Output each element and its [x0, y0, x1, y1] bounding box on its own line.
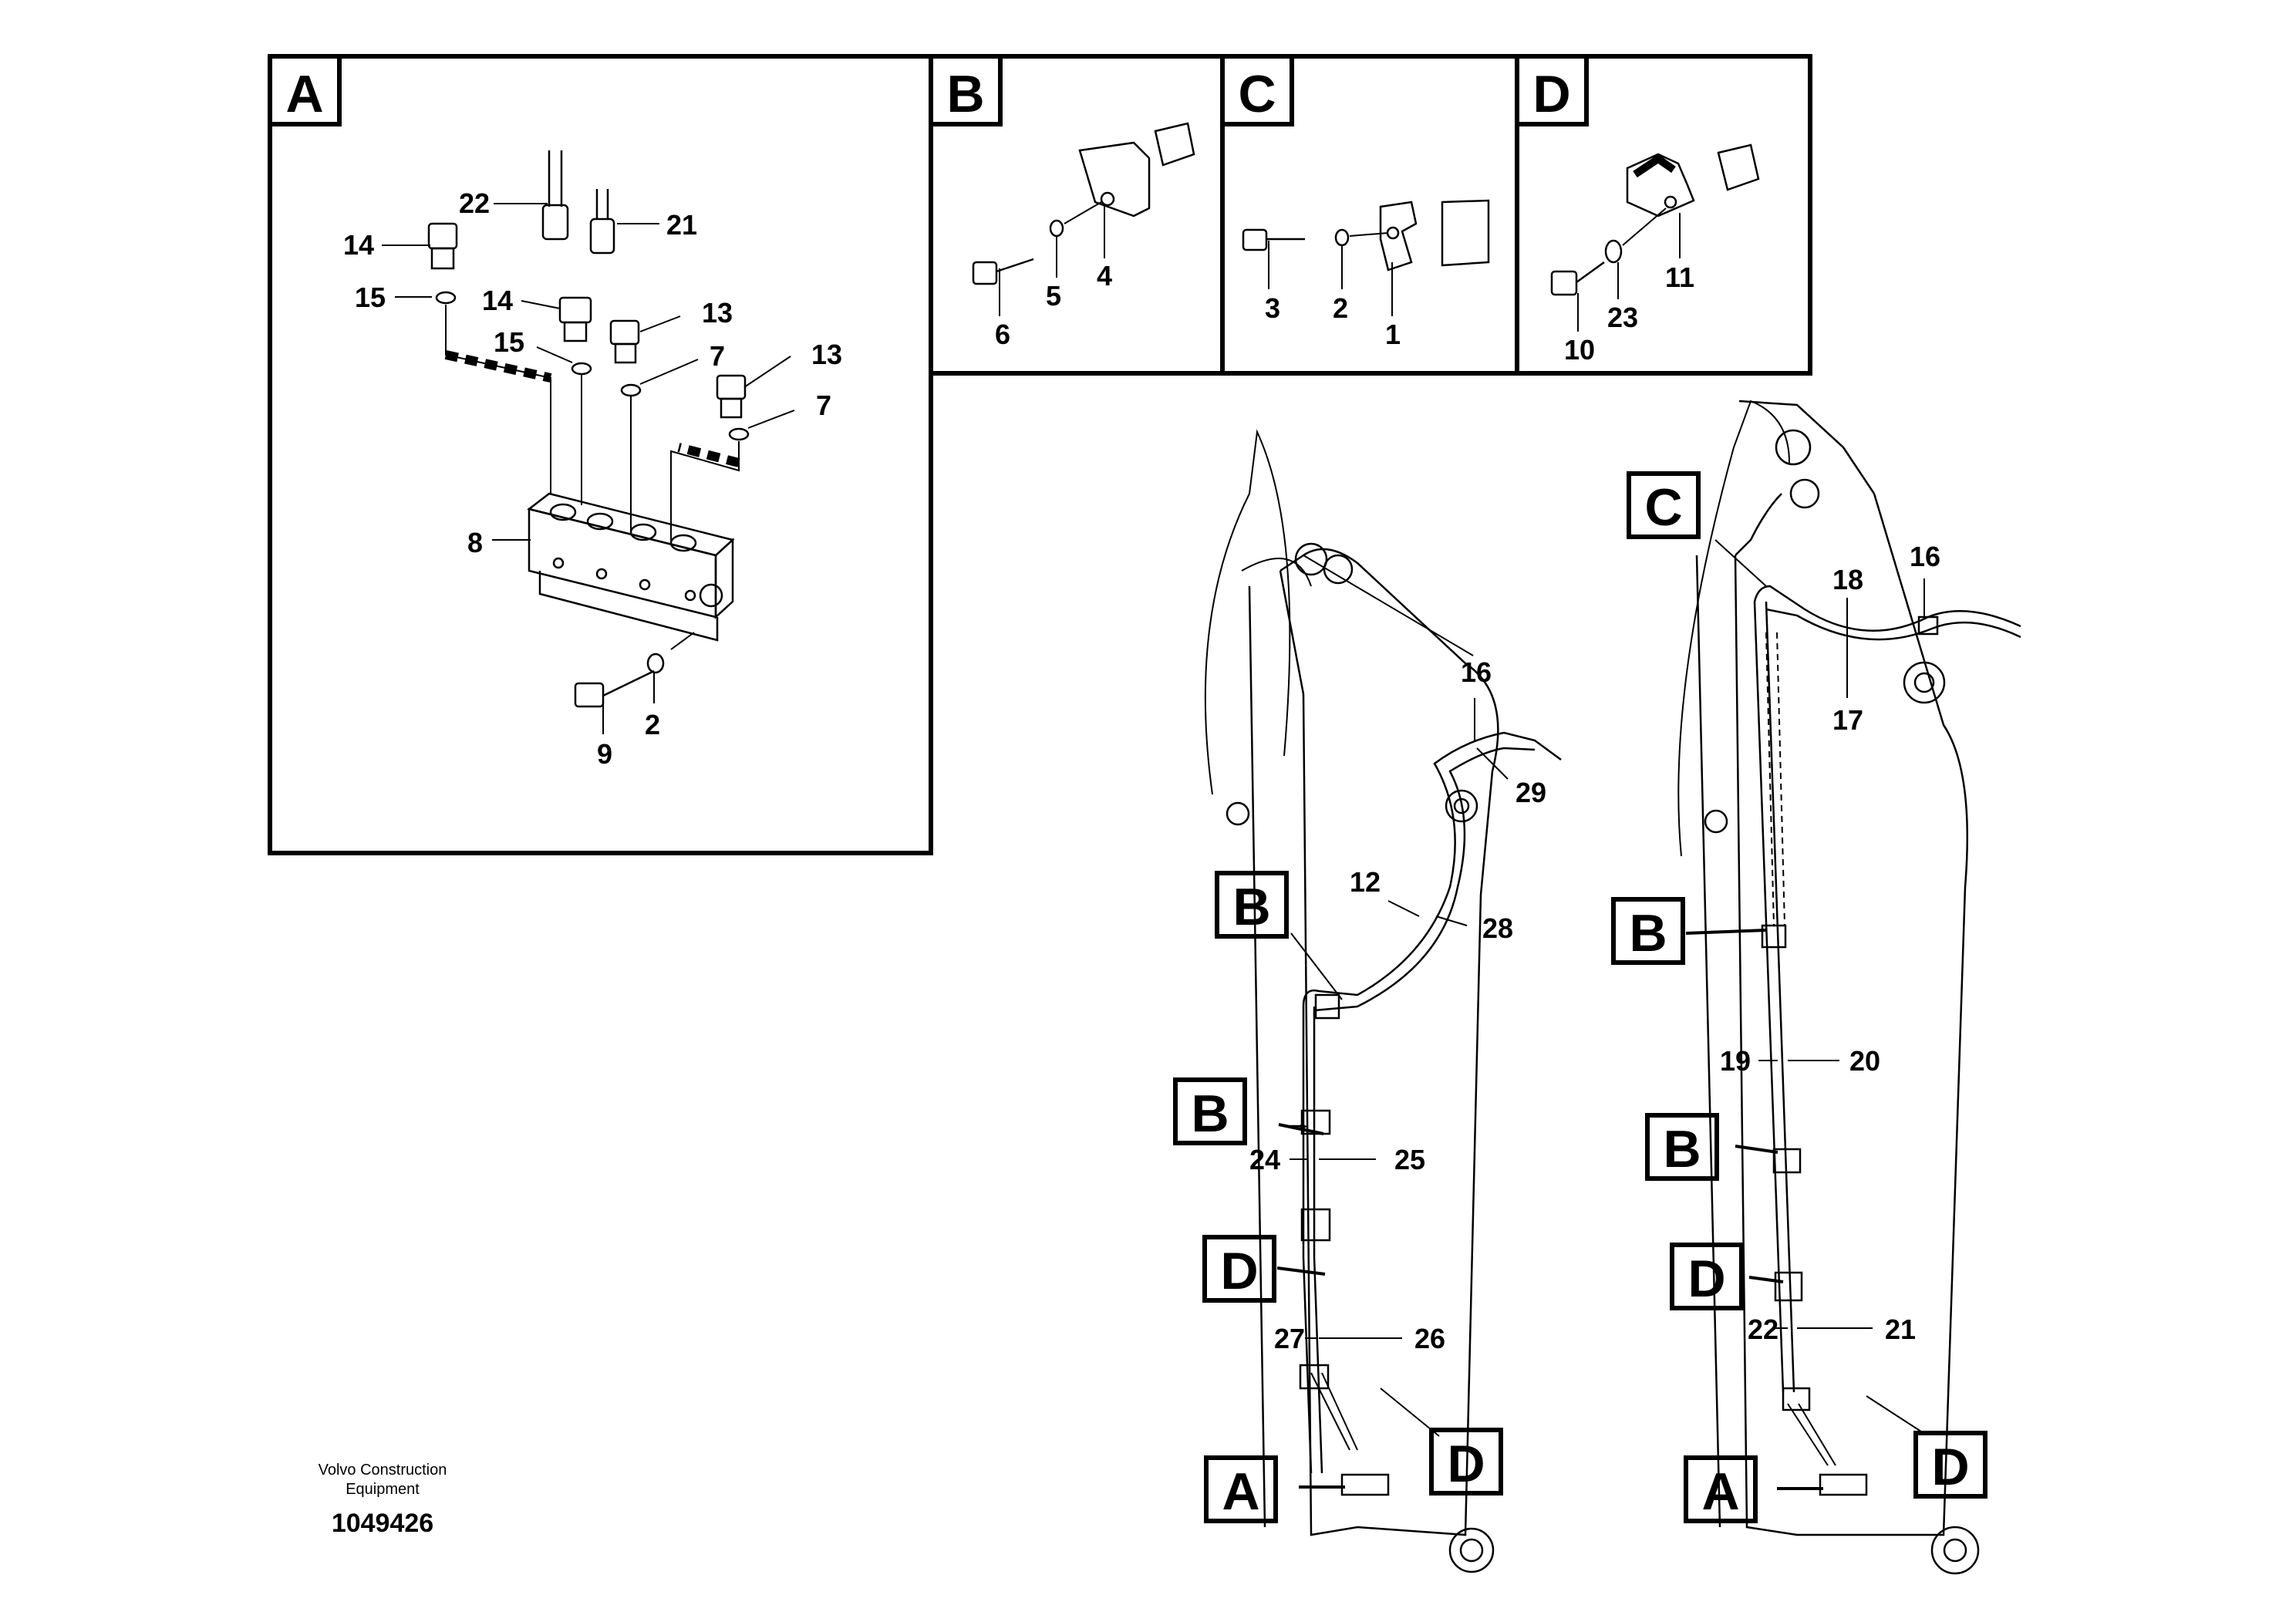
panel-d-drawing [1550, 143, 1760, 296]
callout: 4 [1097, 260, 1112, 292]
callouts-boom-left: 16 29 12 28 24 25 27 26 [1249, 656, 1546, 1354]
svg-text:D: D [1447, 1435, 1485, 1493]
ref-box-left-b2: B [1173, 1077, 1247, 1145]
ref-box-left-d1: D [1202, 1235, 1276, 1303]
callout: 14 [482, 285, 513, 316]
panel-c-letter: C [1238, 65, 1276, 123]
svg-text:D: D [1687, 1249, 1725, 1308]
svg-text:B: B [1629, 904, 1667, 963]
ref-box-right-c: C [1627, 471, 1701, 539]
panel-a-drawing [427, 150, 750, 708]
panel-b-label: B [929, 54, 1003, 126]
panel-a-label: A [268, 54, 342, 126]
svg-text:B: B [1191, 1084, 1229, 1143]
fitting-13-mid [609, 319, 640, 364]
detail-ref-arrows [1276, 539, 1924, 1490]
boom-left [1204, 429, 1562, 1573]
callouts-panel-b: 6 5 4 [995, 260, 1112, 350]
callout: 8 [467, 527, 483, 558]
callout: 15 [355, 282, 386, 313]
svg-text:D: D [1220, 1242, 1258, 1300]
callout: 21 [666, 209, 697, 241]
callout: 6 [995, 319, 1010, 350]
callout: 23 [1607, 302, 1638, 333]
callout: 11 [1665, 261, 1694, 293]
callout: 5 [1046, 280, 1061, 312]
ref-box-left-d2: D [1429, 1428, 1503, 1496]
callouts-panel-c: 3 2 1 [1265, 292, 1401, 350]
drawing-number: 1049426 [332, 1509, 433, 1538]
leader-lines [382, 203, 1925, 1339]
panel-d-letter: D [1532, 65, 1570, 123]
panel-d-frame [1515, 54, 1812, 376]
panel-c-drawing [1242, 199, 1490, 271]
boom-right [1677, 400, 2021, 1575]
callout: 13 [811, 339, 842, 370]
panel-a-letter: A [285, 65, 323, 123]
ref-box-left-a: A [1204, 1455, 1278, 1523]
callouts-panel-a: 22 21 14 14 15 15 13 7 13 7 8 2 9 [343, 187, 842, 770]
panel-d-label: D [1515, 54, 1589, 126]
callout: 13 [702, 297, 733, 329]
callout: 18 [1832, 564, 1863, 595]
callout: 3 [1265, 292, 1280, 324]
fitting-14-mid [558, 296, 592, 342]
callout: 12 [1350, 866, 1381, 898]
callout: 24 [1249, 1144, 1280, 1175]
svg-text:B: B [1232, 878, 1270, 936]
panel-b-letter: B [946, 65, 984, 123]
svg-text:A: A [1701, 1462, 1739, 1521]
ref-box-left-b1: B [1215, 871, 1289, 939]
callout: 10 [1564, 334, 1595, 366]
ref-box-right-b2: B [1645, 1113, 1719, 1181]
callout: 17 [1832, 704, 1863, 736]
panel-b-drawing [972, 122, 1195, 285]
ref-box-right-d1: D [1670, 1243, 1744, 1310]
panel-c-label: C [1220, 54, 1294, 126]
svg-text:D: D [1931, 1438, 1969, 1496]
callout: 25 [1394, 1144, 1425, 1175]
ref-box-right-d2: D [1913, 1431, 1988, 1499]
manifold-block-right [1819, 1473, 1868, 1496]
company-name-line1: Volvo Construction [319, 1462, 447, 1479]
callout: 15 [494, 326, 524, 358]
svg-text:B: B [1663, 1120, 1701, 1179]
callout: 21 [1885, 1313, 1916, 1345]
callout: 22 [459, 187, 490, 219]
manifold-block-left [1340, 1473, 1390, 1496]
footer: Volvo Construction Equipment 1049426 [319, 1462, 447, 1538]
manifold-block [527, 492, 735, 642]
callout: 29 [1515, 777, 1546, 808]
callout: 19 [1720, 1045, 1751, 1077]
ref-box-right-a: A [1684, 1455, 1758, 1523]
panel-a-frame [268, 54, 933, 855]
callouts-panel-d: 10 23 11 [1564, 261, 1694, 366]
panel-letter-boxes: A B C D [268, 54, 1589, 126]
fitting-13-right [716, 374, 747, 419]
callout: 1 [1385, 319, 1401, 350]
callout: 16 [1910, 541, 1940, 572]
ref-box-right-b1: B [1611, 897, 1685, 965]
screw-9 [574, 669, 655, 708]
callout: 28 [1482, 912, 1513, 944]
callout: 20 [1849, 1045, 1880, 1077]
company-name-line2: Equipment [346, 1481, 420, 1498]
callouts-boom-right: 18 16 17 19 20 22 21 [1720, 541, 1940, 1345]
callout: 9 [597, 738, 612, 770]
callout: 7 [816, 389, 831, 421]
callout: 7 [710, 340, 725, 372]
panel-frames [268, 54, 1812, 855]
detail-ref-boxes: B B D D A C B B [1173, 471, 1988, 1523]
callout: 22 [1748, 1313, 1778, 1345]
svg-text:A: A [1222, 1462, 1259, 1521]
callout: 2 [1333, 292, 1348, 324]
callout: 16 [1461, 656, 1492, 688]
fitting-14-top [427, 222, 458, 270]
callout: 14 [343, 229, 374, 261]
callout: 27 [1274, 1323, 1305, 1354]
svg-text:C: C [1644, 478, 1682, 537]
callout: 2 [645, 709, 660, 740]
callout: 26 [1414, 1323, 1445, 1354]
